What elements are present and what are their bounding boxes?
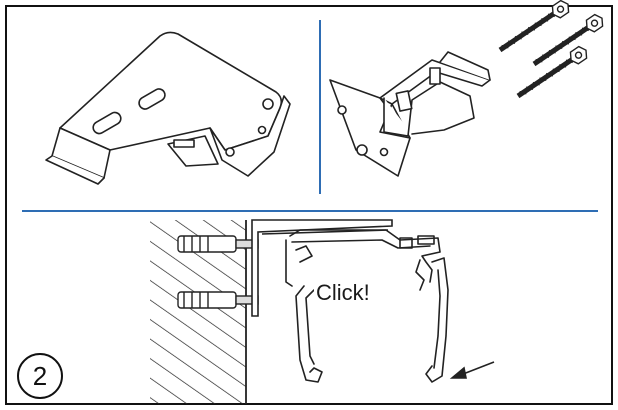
rail-profile-icon (285, 229, 449, 383)
screw-icon (498, 0, 604, 99)
wall-bracket-icon (45, 31, 291, 185)
step-number-badge: 2 (17, 353, 63, 399)
arrow-icon (449, 361, 495, 379)
click-callout: Click! (314, 280, 372, 306)
outer-frame (5, 5, 613, 405)
step-number: 2 (32, 360, 48, 391)
wall-anchor-icon (177, 235, 259, 309)
ceiling-bracket-icon (329, 51, 491, 177)
